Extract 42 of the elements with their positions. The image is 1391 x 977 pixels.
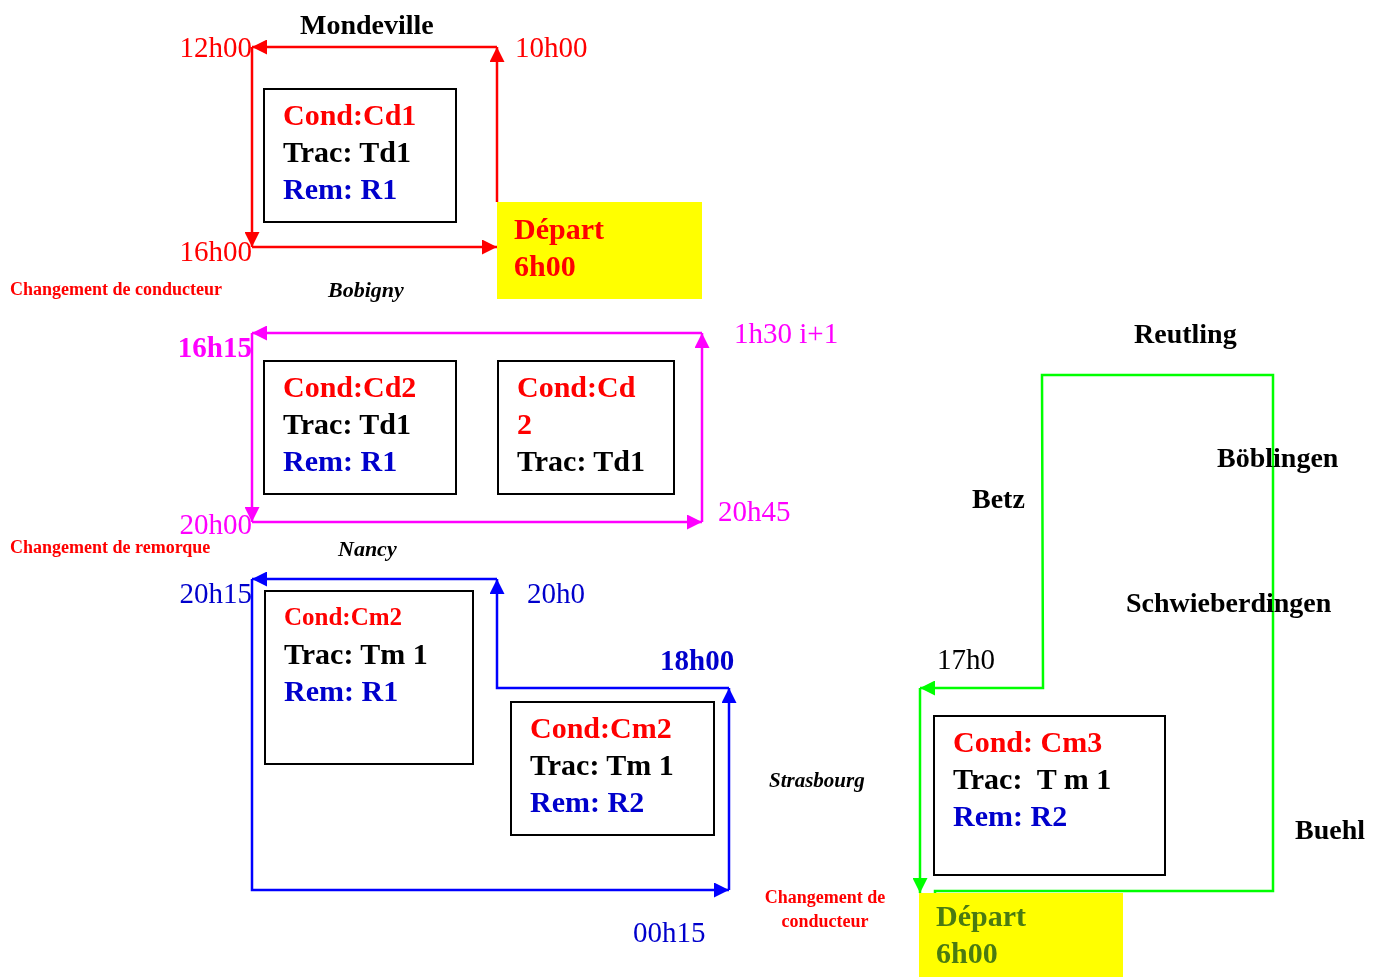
route-arrow <box>252 325 702 341</box>
time-label: 20h45 <box>702 495 802 529</box>
assignment-box: Cond:Cd 2 Trac: Td1 <box>497 360 675 495</box>
city-label: Bobigny <box>328 276 404 304</box>
place-label: Buehl <box>1295 813 1366 847</box>
time-label: 20h15 <box>140 577 252 611</box>
time-label: 17h0 <box>920 643 1010 688</box>
time-label: 16h15 <box>140 331 252 365</box>
assignment-box: Cond:Cd1 Trac: Td1 Rem: R1 <box>263 88 457 223</box>
note: Changement de conducteur <box>763 886 887 933</box>
time-label: 12h00 <box>140 31 252 65</box>
route-arrow <box>252 571 497 587</box>
city-label: Nancy <box>338 535 397 563</box>
route-arrow <box>694 333 710 522</box>
route-arrow <box>912 688 928 893</box>
place-label: Mondeville <box>300 8 434 42</box>
start-box: Départ 6h00 <box>919 893 1123 977</box>
time-label: 10h00 <box>497 31 597 65</box>
place-label: Reutling <box>1134 317 1237 351</box>
assignment-box: Cond:Cm2 Trac: Tm 1 Rem: R1 <box>264 590 474 765</box>
route-arrow <box>721 688 737 890</box>
route-arrow <box>920 373 1275 895</box>
route-arrow <box>250 579 729 898</box>
route-arrow <box>244 333 260 522</box>
time-label: 18h00 <box>660 644 750 688</box>
start-box: Départ 6h00 <box>497 202 702 299</box>
route-arrow <box>252 239 497 255</box>
time-label: 20h0 <box>497 577 597 611</box>
route-arrow <box>489 579 729 690</box>
time-label: 00h15 <box>633 890 729 952</box>
route-arrow <box>252 514 702 530</box>
route-arrow <box>244 47 260 247</box>
assignment-box: Cond:Cm2 Trac: Tm 1 Rem: R2 <box>510 701 715 836</box>
assignment-box: Cond:Cd2 Trac: Td1 Rem: R1 <box>263 360 457 495</box>
route-arrow <box>489 47 505 202</box>
route-arrow <box>252 39 497 55</box>
city-label: Strasbourg <box>769 767 865 794</box>
place-label: Betz <box>972 482 1025 516</box>
time-label: 1h30 i+1 <box>702 317 852 351</box>
note: Changement de conducteur <box>10 278 222 301</box>
assignment-box: Cond: Cm3 Trac: T m 1 Rem: R2 <box>933 715 1166 876</box>
time-label: 16h00 <box>140 235 252 269</box>
